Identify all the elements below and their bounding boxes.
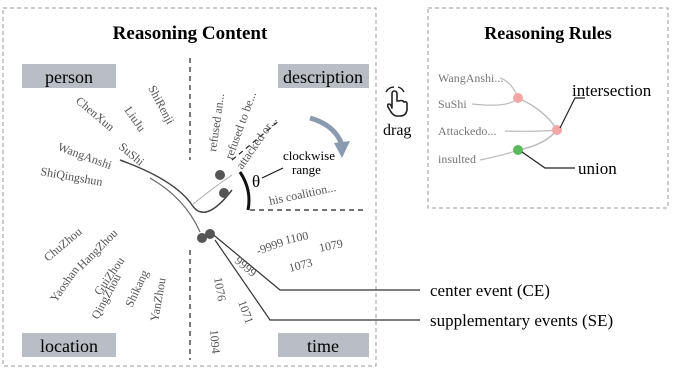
description-label-box: description: [278, 64, 369, 88]
intersection-label: intersection: [572, 81, 652, 100]
supplementary-curve-2: [191, 174, 233, 206]
intersection-node: [552, 125, 562, 135]
reasoning-rules-panel: [427, 7, 669, 209]
svg-text:person: person: [45, 67, 93, 87]
rule-connector: [504, 129, 558, 132]
svg-text:time: time: [307, 336, 339, 356]
time-label: 1100: [284, 228, 310, 247]
rule-connector: [517, 97, 558, 131]
rule-item: insulted: [438, 152, 476, 166]
theta-symbol: θ: [252, 172, 260, 191]
rule-item: Attackedo...: [438, 124, 496, 138]
rule-connector: [479, 149, 519, 161]
time-label: 1079: [318, 236, 344, 255]
event-dot: [219, 188, 229, 198]
location-label-box: location: [22, 333, 116, 357]
time-label: 9999: [232, 254, 259, 280]
time-label: -9999: [254, 235, 285, 258]
union-node: [513, 145, 523, 155]
reasoning-rules-title: Reasoning Rules: [484, 23, 612, 43]
diagonal-axis: [231, 119, 281, 161]
location-label: Yaoshan: [47, 263, 82, 304]
center-event-legend: center event (CE): [430, 281, 550, 300]
supplementary-curve-1: [149, 177, 201, 233]
rule-connector: [517, 129, 558, 151]
person-label: LiuJu: [122, 104, 149, 134]
union-label: union: [578, 159, 617, 178]
svg-text:location: location: [40, 336, 98, 356]
time-label: 1073: [287, 255, 314, 275]
drag-label: drag: [383, 122, 411, 139]
range-arc: [238, 171, 251, 211]
person-label: ShiRenji: [145, 83, 177, 127]
range-label: range: [292, 162, 321, 177]
location-label: YanZhou: [147, 277, 168, 323]
center-event-curve: [119, 159, 233, 214]
time-label: 1076: [211, 276, 229, 302]
person-label: ShiQingshun: [39, 164, 103, 189]
event-dot: [197, 233, 207, 243]
theta-pointer: [261, 167, 284, 179]
svg-text:description: description: [283, 67, 363, 87]
rule-item: SuShi: [438, 97, 467, 111]
event-dot: [215, 170, 225, 180]
union-leader: [521, 151, 575, 169]
description-label: his coalition...: [268, 180, 337, 208]
description-label: refused an...: [205, 92, 227, 152]
se-leader-line: [214, 239, 420, 321]
reasoning-content-title: Reasoning Content: [113, 23, 268, 44]
location-label: Shikang: [122, 268, 151, 310]
rule-connector: [471, 97, 519, 106]
time-label: 1071: [235, 298, 256, 325]
reasoning-content-panel: [2, 7, 377, 367]
ce-leader-line: [209, 231, 420, 291]
supplementary-events-legend: supplementary events (SE): [430, 311, 613, 330]
time-label: 1094: [207, 329, 223, 354]
clockwise-arrow: [309, 115, 345, 146]
person-label: ChenXun: [73, 94, 117, 134]
hand-drag-icon: [385, 86, 408, 117]
clockwise-label: clockwise: [283, 148, 335, 163]
person-label-box: person: [22, 64, 116, 88]
event-dot: [205, 229, 215, 239]
intersection-leader: [559, 97, 585, 129]
rule-item: WangAnshi...: [438, 71, 503, 85]
intersection-node: [513, 93, 523, 103]
clockwise-arrowhead: [334, 141, 350, 158]
time-label-box: time: [278, 333, 369, 357]
